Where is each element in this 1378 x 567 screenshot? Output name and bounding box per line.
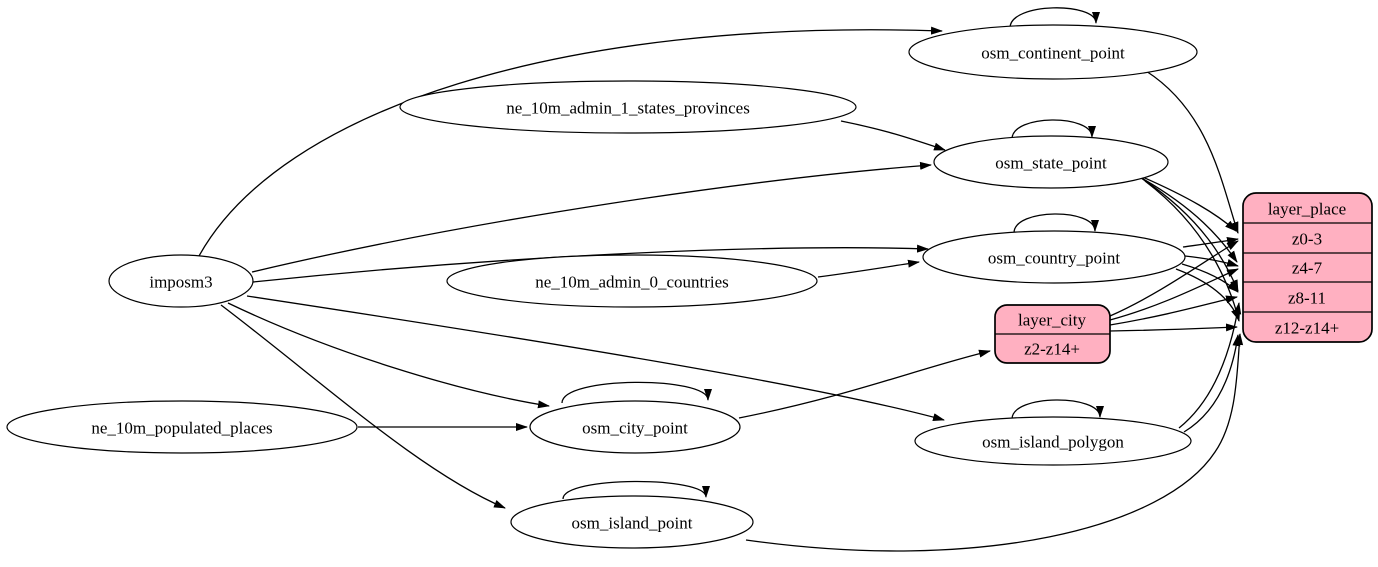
edge-imposm3-to-osm-city-point: [227, 302, 550, 409]
edge-imposm3-to-osm-continent-point: [198, 26, 943, 257]
node-osm-island-polygon: osm_island_polygon: [914, 416, 1192, 466]
self-loop-osm-island-point: [562, 480, 710, 500]
osm-city-point-ellipse: [529, 400, 741, 454]
osm-island-polygon-label: osm_island_polygon: [982, 433, 1124, 452]
ne-admin-0-label: ne_10m_admin_0_countries: [535, 273, 729, 292]
edge-osm-country-point-to-layer-place-z12-z14: [1175, 268, 1240, 321]
node-osm-state-point: osm_state_point: [933, 135, 1169, 189]
osm-island-point-label: osm_island_point: [572, 514, 693, 533]
osm-continent-point-label: osm_continent_point: [981, 44, 1125, 63]
osm-island-point-ellipse: [510, 495, 754, 549]
layer-place-box: [1242, 192, 1373, 343]
edge-layer-city-to-layer-place-z8-11: [1109, 295, 1238, 326]
edge-ne-admin-1-to-osm-state-point: [840, 120, 946, 151]
edge-osm-country-point-to-layer-place-z8-11: [1181, 263, 1239, 293]
edge-osm-island-polygon-to-layer-place-z12-z14: [1183, 334, 1241, 433]
ne-admin-1-label: ne_10m_admin_1_states_provinces: [506, 99, 750, 118]
node-ne-10m-populated-places: ne_10m_populated_places: [6, 400, 358, 454]
osm-country-point-label: osm_country_point: [988, 249, 1120, 268]
edge-osm-state-point-to-layer-place-z4-7: [1135, 174, 1238, 263]
edge-osm-island-point-to-layer-place-z12-z14: [745, 333, 1244, 552]
edges: [198, 7, 1244, 552]
edge-layer-city-to-layer-place-z4-7: [1109, 268, 1239, 321]
edge-imposm3-to-osm-island-polygon: [246, 295, 945, 421]
imposm3-label: imposm3: [149, 273, 212, 292]
record-layer-city: layer_city z2-z14+: [994, 304, 1111, 364]
imposm3-ellipse: [108, 254, 254, 308]
node-imposm3: imposm3: [108, 254, 254, 308]
node-osm-island-point: osm_island_point: [510, 495, 754, 549]
ne-populated-places-label: ne_10m_populated_places: [91, 419, 272, 438]
edge-osm-state-point-to-layer-place-z8-11: [1140, 177, 1239, 292]
layer-place-row-z4-7: z4-7: [1292, 259, 1323, 278]
edge-imposm3-to-osm-country-point: [252, 244, 929, 283]
layer-place-title: layer_place: [1268, 200, 1346, 219]
self-loop-osm-city-point: [561, 381, 712, 404]
edge-imposm3-to-osm-island-point: [220, 304, 506, 509]
edge-osm-city-point-to-layer-city: [738, 349, 991, 419]
edge-ne-admin-0-to-osm-country-point: [817, 259, 920, 278]
node-osm-city-point: osm_city_point: [529, 400, 741, 454]
edge-osm-continent-point-to-layer-place-z0-3: [1145, 70, 1239, 234]
edge-osm-country-point-to-layer-place-z0-3: [1182, 237, 1239, 248]
node-osm-country-point: osm_country_point: [922, 230, 1186, 284]
osm-state-point-label: osm_state_point: [995, 154, 1107, 173]
edge-imposm3-to-osm-state-point: [251, 161, 932, 273]
ne-admin-0-ellipse: [446, 254, 818, 308]
layer-city-title: layer_city: [1018, 311, 1086, 330]
osm-continent-point-ellipse: [908, 24, 1198, 80]
osm-state-point-ellipse: [933, 135, 1169, 189]
node-osm-continent-point: osm_continent_point: [908, 24, 1198, 80]
osm-island-polygon-ellipse: [914, 416, 1192, 466]
layer-place-row-z0-3: z0-3: [1292, 230, 1322, 249]
ne-populated-places-ellipse: [6, 400, 358, 454]
record-layer-place: layer_place z0-3 z4-7 z8-11 z12-z14+: [1242, 192, 1373, 343]
layer-place-row-z12-z14: z12-z14+: [1275, 319, 1339, 338]
edge-osm-island-polygon-to-layer-place-z8-11: [1178, 302, 1242, 429]
osm-country-point-ellipse: [922, 230, 1186, 284]
edge-osm-state-point-to-layer-place-z0-3: [1130, 171, 1237, 232]
self-loop-osm-country-point: [1013, 213, 1099, 234]
self-loop-osm-state-point: [1011, 119, 1096, 140]
self-loop-osm-island-polygon: [1011, 399, 1104, 420]
edge-layer-city-to-layer-place-z12-z14: [1109, 323, 1238, 332]
node-ne-10m-admin-1-states-provinces: ne_10m_admin_1_states_provinces: [399, 80, 857, 134]
node-ne-10m-admin-0-countries: ne_10m_admin_0_countries: [446, 254, 818, 308]
layer-place-row-z8-11: z8-11: [1288, 289, 1326, 308]
osm-city-point-label: osm_city_point: [582, 419, 688, 438]
self-loop-osm-continent-point: [1009, 7, 1100, 29]
layer-city-row-z2-z14: z2-z14+: [1024, 340, 1080, 359]
ne-admin-1-ellipse: [399, 80, 857, 134]
edge-osm-country-point-to-layer-place-z4-7: [1184, 255, 1239, 267]
